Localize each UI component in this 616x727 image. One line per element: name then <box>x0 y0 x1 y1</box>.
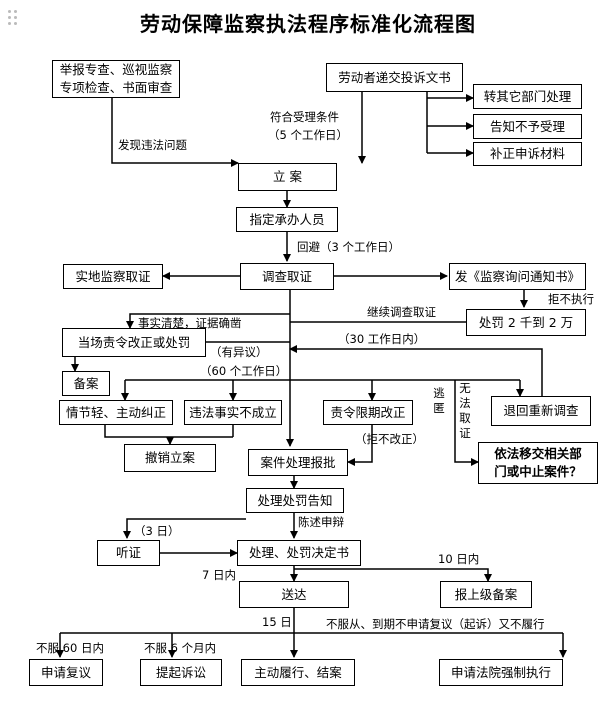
label-3days: （3 日） <box>134 524 180 538</box>
box-resurvey: 退回重新调查 <box>491 396 591 426</box>
box-complaint: 劳动者递交投诉文书 <box>326 63 463 92</box>
label-7days: 7 日内 <box>202 568 236 582</box>
box-assign: 指定承办人员 <box>236 207 338 232</box>
box-perform: 主动履行、结案 <box>241 659 355 686</box>
label-no-comply: 不服从、到期不申请复议（起诉）又不履行 <box>326 617 545 631</box>
box-report-superior: 报上级备案 <box>440 581 532 608</box>
label-refuse: 拒不执行 <box>548 292 594 306</box>
label-continue: 继续调查取证 <box>367 305 436 319</box>
box-decision: 处理、处罚决定书 <box>237 540 361 566</box>
box-lawsuit: 提起诉讼 <box>140 659 222 686</box>
box-review: 申请复议 <box>29 659 103 686</box>
label-refuse-review: 不服 60 日内 <box>36 641 104 655</box>
label-10days: 10 日内 <box>438 552 480 566</box>
box-notice: 发《监察询问通知书》 <box>449 263 586 290</box>
box-deadline: 责令限期改正 <box>323 400 413 425</box>
label-no-evidence: 无法取证 <box>459 381 471 440</box>
box-hearing: 听证 <box>97 540 160 566</box>
label-60days: （60 个工作日） <box>200 364 288 378</box>
label-30days: （30 工作日内） <box>338 332 426 346</box>
box-deliver: 送达 <box>239 581 349 608</box>
box-notify-penalty: 处理处罚告知 <box>246 488 344 513</box>
box-investigate: 调查取证 <box>240 263 334 290</box>
box-transfer: 转其它部门处理 <box>473 84 582 109</box>
label-15days: 15 日 <box>262 615 292 629</box>
label-refuse-correct: （拒不改正） <box>355 432 424 446</box>
label-recuse: 回避（3 个工作日） <box>297 240 400 254</box>
box-record: 备案 <box>62 371 110 396</box>
drag-handle-icon[interactable] <box>8 10 24 30</box>
box-report-approval: 案件处理报批 <box>248 449 348 476</box>
label-meets-days: （5 个工作日） <box>268 128 348 142</box>
box-transfer-case: 依法移交相关部 门或中止案件？ <box>478 442 598 484</box>
label-clear: 事实清楚，证据确凿 <box>138 316 242 330</box>
label-found: 发现违法问题 <box>118 138 187 152</box>
label-objection: （有异议） <box>210 345 268 359</box>
box-report: 举报专查、巡视监察 专项检查、书面审查 <box>52 60 180 98</box>
box-enforce: 申请法院强制执行 <box>439 659 563 686</box>
box-revoke: 撤销立案 <box>124 444 216 472</box>
box-not-established: 违法事实不成立 <box>184 400 282 425</box>
label-meets: 符合受理条件 <box>270 110 339 124</box>
label-refuse-lawsuit: 不服 6 个月内 <box>144 641 217 655</box>
label-plead: 陈述申辩 <box>298 515 344 529</box>
box-register: 立 案 <box>238 163 337 191</box>
box-fine: 处罚 2 千到 2 万 <box>466 309 586 336</box>
box-supplement: 补正申诉材料 <box>473 142 582 166</box>
box-minor: 情节轻、主动纠正 <box>59 400 173 425</box>
box-not-accept: 告知不予受理 <box>473 114 582 139</box>
box-onsite: 实地监察取证 <box>63 264 163 289</box>
box-order-correct: 当场责令改正或处罚 <box>62 328 206 357</box>
page-title: 劳动保障监察执法程序标准化流程图 <box>140 12 476 36</box>
label-escape: 逃匿 <box>433 386 445 415</box>
